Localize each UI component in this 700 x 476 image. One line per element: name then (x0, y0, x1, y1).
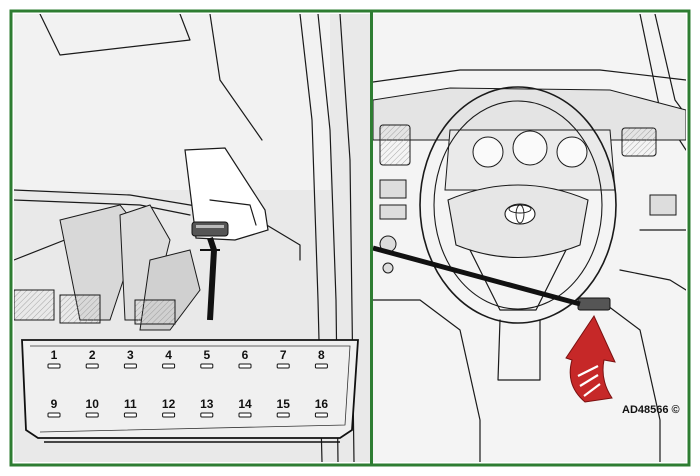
pin-slot (276, 412, 290, 418)
pin-slot (314, 363, 328, 369)
pin-slot (47, 412, 61, 418)
pin-number-label: 16 (315, 397, 329, 411)
pin-slot (200, 363, 214, 369)
obd-connector-location (577, 297, 611, 311)
pin-slot (200, 412, 214, 418)
obd-connector-callout-small (191, 221, 229, 237)
pin-number-label: 13 (200, 397, 214, 411)
reference-code: AD48566 © (622, 404, 680, 416)
pin-slot (276, 363, 290, 369)
pin-slot (238, 363, 252, 369)
pin-number-label: 6 (242, 348, 249, 362)
right-panel-driver-cockpit-view (373, 14, 686, 462)
pin-slot (123, 412, 137, 418)
pin-number-label: 12 (162, 397, 176, 411)
pin-slot (162, 412, 176, 418)
pin-number-label: 3 (127, 348, 134, 362)
pin-number-label: 11 (124, 397, 137, 411)
outer-border (9, 9, 691, 467)
toyota-emblem-icon (504, 203, 536, 225)
pin-number-label: 10 (86, 397, 100, 411)
pin-number-label: 9 (51, 397, 58, 411)
pin-number-label: 5 (203, 348, 210, 362)
pin-number-label: 15 (277, 397, 291, 411)
pin-slot (85, 412, 99, 418)
red-curved-arrow-icon (565, 314, 616, 403)
pin-number-label: 4 (165, 348, 172, 362)
pin-number-label: 7 (280, 348, 287, 362)
pin-number-label: 8 (318, 348, 325, 362)
pin-slot (238, 412, 252, 418)
pin-slot (162, 363, 176, 369)
pin-number-label: 2 (89, 348, 96, 362)
pin-number-label: 14 (238, 397, 252, 411)
pin-slot (314, 412, 328, 418)
pin-slot (85, 363, 99, 369)
pin-slot (123, 363, 137, 369)
pin-slot (47, 363, 61, 369)
pin-number-label: 1 (51, 348, 58, 362)
